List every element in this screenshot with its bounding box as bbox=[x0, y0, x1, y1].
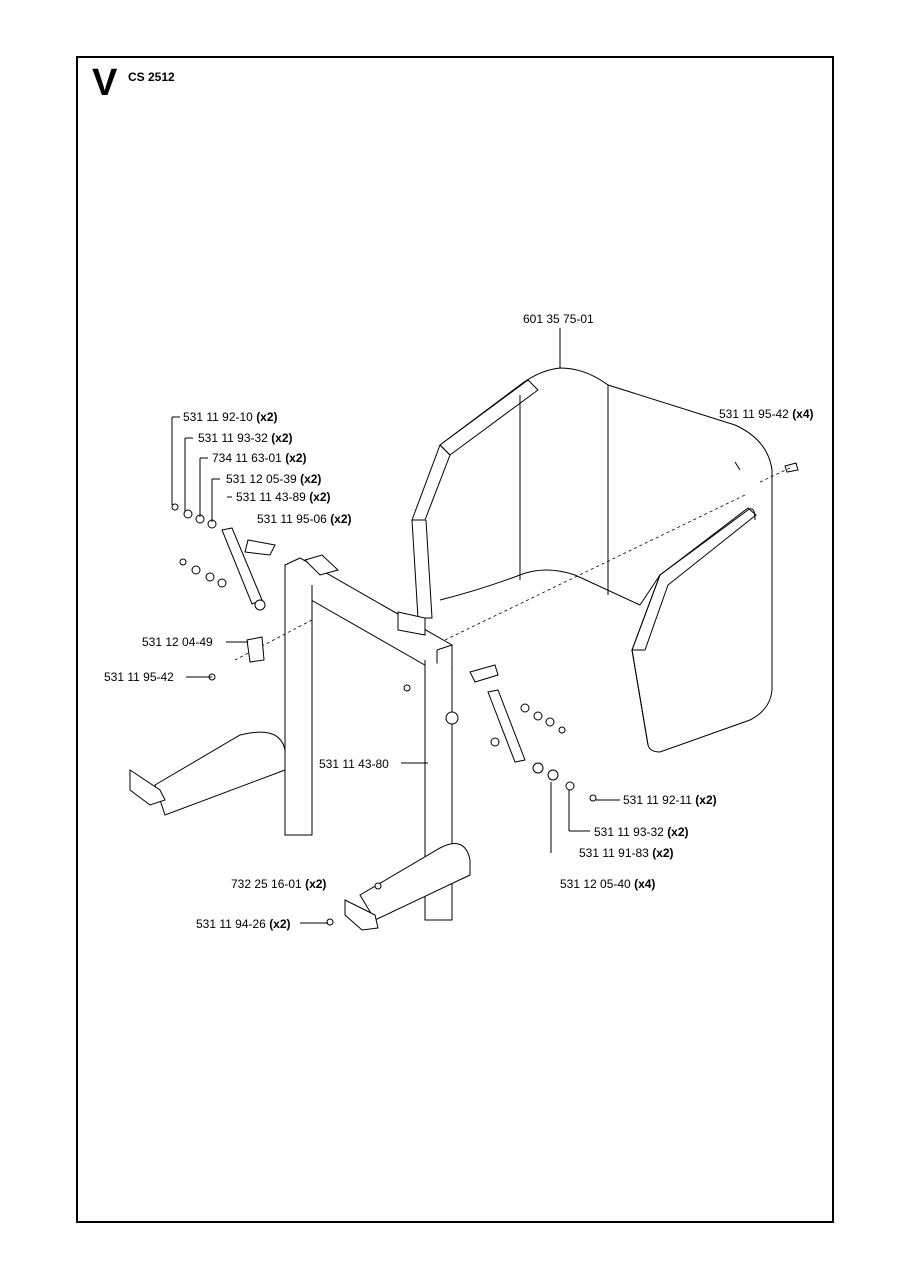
part-label: 531 11 92-10 (x2) bbox=[183, 410, 278, 424]
section-letter: V bbox=[92, 62, 118, 104]
grass-bag-drawing bbox=[411, 367, 799, 753]
part-label: 531 12 04-49 bbox=[142, 635, 213, 649]
part-label: 531 11 95-06 (x2) bbox=[257, 512, 352, 526]
part-label: 531 11 92-11 (x2) bbox=[623, 793, 717, 807]
part-label: 531 11 95-42 (x4) bbox=[719, 407, 814, 421]
page-frame bbox=[76, 56, 834, 1223]
part-label: 531 11 93-32 (x2) bbox=[594, 825, 689, 839]
part-label: 732 25 16-01 (x2) bbox=[231, 877, 327, 891]
leader-lines bbox=[171, 328, 620, 924]
part-label: 531 11 95-42 bbox=[104, 670, 174, 684]
handle-right-drawing bbox=[344, 843, 471, 931]
model-number: CS 2512 bbox=[128, 70, 175, 84]
part-label: 531 11 93-32 (x2) bbox=[198, 431, 293, 445]
lever-left-drawing bbox=[171, 503, 276, 681]
part-label: 601 35 75-01 bbox=[523, 312, 594, 326]
part-label: 734 11 63-01 (x2) bbox=[212, 451, 307, 465]
part-label: 531 11 43-89 (x2) bbox=[236, 490, 331, 504]
part-label: 531 11 43-80 bbox=[319, 757, 389, 771]
handle-left-drawing bbox=[129, 731, 286, 816]
part-label: 531 12 05-40 (x4) bbox=[560, 877, 656, 891]
part-label: 531 12 05-39 (x2) bbox=[226, 472, 322, 486]
lever-right-drawing bbox=[326, 664, 597, 926]
part-label: 531 11 94-26 (x2) bbox=[196, 917, 291, 931]
part-label: 531 11 91-83 (x2) bbox=[579, 846, 674, 860]
